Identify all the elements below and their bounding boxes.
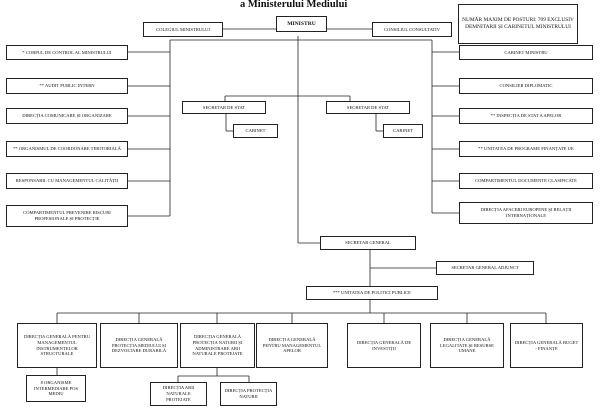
dg-managementul-apelor-box: DIRECȚIA GENERALĂ PENTRU MANAGEMENTUL AP…	[256, 323, 328, 368]
colegiul-ministrului-box: COLEGIUL MINISTRULUI	[143, 22, 223, 37]
consiliul-consultativ-box: CONSILIUL CONSULTATIV	[372, 22, 452, 37]
corpul-de-control-box: * CORPUL DE CONTROL AL MINISTRULUI	[6, 45, 128, 60]
ministru-box: MINISTRU	[276, 16, 327, 32]
dg-legalitate-box: DIRECȚIA GENERALĂ LEGALITATE ȘI RESURSE …	[430, 323, 504, 368]
dg-instrumente-structurale-box: DIRECȚIA GENERALĂ PENTRU MANAGEMENTUL IN…	[17, 323, 97, 368]
consilier-diplomatic-box: CONSILIER DIPLOMATIC	[459, 78, 593, 94]
prevenire-riscuri-box: COMPARTIMENTUL PREVENIRE RISCURI PROFESI…	[6, 205, 128, 227]
dg-protectia-naturii-box: DIRECȚIA GENERALĂ PROTECȚIA NATURII ȘI A…	[180, 323, 255, 368]
directia-arii-protejate-box: DIRECȚIA ARII NATURALE PROTEJATE	[150, 382, 207, 406]
secretar-general-box: SECRETAR GENERAL	[320, 236, 416, 250]
page-title: a Ministerului Mediului	[240, 0, 348, 10]
documente-clasificate-box: COMPARTIMENTUL DOCUMENTE CLASIFICATE	[459, 173, 593, 189]
inspectia-apelor-box: ** INSPECȚIA DE STAT A APELOR	[459, 108, 593, 124]
afaceri-europene-box: DIRECȚIA AFACERI EUROPENE ȘI RELAȚII INT…	[459, 202, 593, 224]
dg-investitii-box: DIRECȚIA GENERALĂ DE INVESTIȚII	[347, 323, 421, 368]
directia-comunicare-box: DIRECȚIA COMUNICARE ȘI ORGANIZARE	[6, 108, 128, 124]
responsabil-calitate-box: RESPONSABIL CU MANAGEMENTUL CALITĂȚII	[6, 173, 128, 189]
unitatea-politici-publice-box: *** UNITATEA DE POLITICI PUBLICE	[306, 286, 438, 300]
dg-protectia-mediului-box: DIRECȚIA GENERALĂ PROTECȚIA MEDIULUI ȘI …	[100, 323, 178, 368]
cabinet-1-box: CABINET	[233, 124, 278, 138]
audit-public-intern-box: ** AUDIT PUBLIC INTERN	[6, 78, 128, 94]
organisme-intermediare-box: 8 ORGANISME INTERMEDIARE POS MEDIU	[26, 375, 86, 402]
max-posts-note: NUMĂR MAXIM DE POSTURI: 709 EXCLUSIV DEM…	[458, 4, 578, 44]
dg-buget-finante-box: DIRECȚIA GENERALĂ BUGET - FINANȚE	[510, 323, 583, 368]
secretar-de-stat-2-box: SECRETAR DE STAT	[326, 101, 410, 114]
programe-ue-box: ** UNITATEA DE PROGRAME FINANȚATE UE	[459, 141, 593, 157]
secretar-general-adjunct-box: SECRETAR GENERAL ADJUNCT	[436, 261, 534, 275]
secretar-de-stat-1-box: SECRETAR DE STAT	[182, 101, 266, 114]
directia-protectia-naturii-box: DIRECȚIA PROTECȚIA NATURII	[220, 382, 277, 406]
organismul-coordonare-box: ** ORGANISMUL DE COORDONARE TERITORIALĂ	[6, 141, 128, 157]
cabinet-ministru-box: CABINET MINISTRU	[459, 45, 593, 60]
cabinet-2-box: CABINET	[383, 124, 423, 138]
